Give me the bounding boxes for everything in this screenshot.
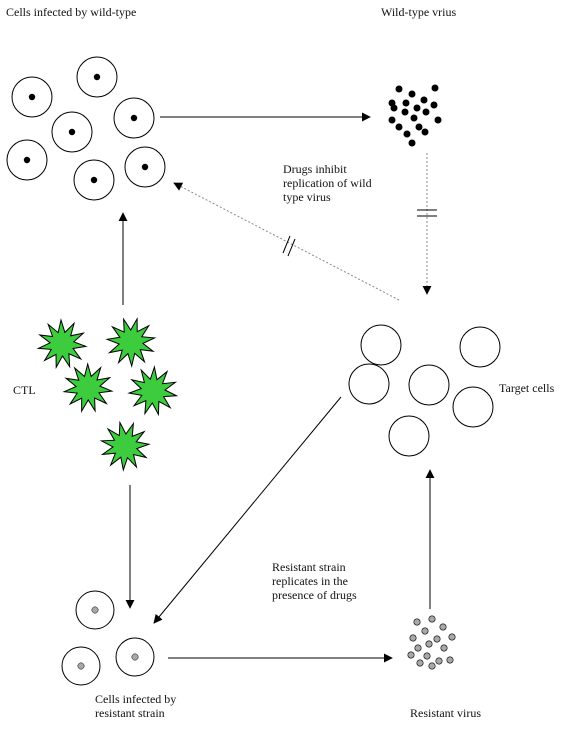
block-mark-icon <box>282 235 291 254</box>
ctl-cells <box>36 316 179 472</box>
label-infected-wild: Cells infected by wild-type <box>6 5 137 19</box>
resistant-virus-dot-icon <box>421 627 429 635</box>
label-wild-virus: Wild-type vrius <box>381 5 457 19</box>
wild-virus-dot-icon <box>395 85 403 93</box>
nucleus-icon <box>91 606 99 614</box>
arrows <box>118 112 437 663</box>
wild-virus-dot-icon <box>410 114 418 122</box>
nucleus-icon <box>68 128 76 136</box>
resistant-virus-dot-icon <box>423 652 431 660</box>
wild-virus-dot-icon <box>420 96 428 104</box>
resistant-virus-dot-icon <box>409 634 417 642</box>
arrow-target-to-infected-resistant <box>153 396 342 624</box>
nucleus-icon <box>131 653 139 661</box>
wild-virus-dot-icon <box>421 128 429 136</box>
resistant-virus-dot-icon <box>428 662 436 670</box>
wild-virus-dot-icon <box>408 139 416 147</box>
wild-virus-dot-icon <box>388 116 396 124</box>
target-cell <box>459 326 501 368</box>
target-cell <box>408 364 450 406</box>
target-cell <box>388 415 430 457</box>
nucleus-icon <box>90 176 98 184</box>
cells <box>6 56 501 686</box>
wild-virus-dot-icon <box>403 130 411 138</box>
resistant-virus-dot-icon <box>448 633 456 641</box>
wild-virus-dot-icon <box>390 104 398 112</box>
ctl-starburst-icon <box>127 365 179 417</box>
label-infected-resistant: Cells infected by resistant strain <box>95 692 177 720</box>
wild-virus-dot-icon <box>434 116 442 124</box>
ctl-starburst-icon <box>105 316 157 368</box>
wild-virus-dot-icon <box>430 101 438 109</box>
nucleus-icon <box>130 114 138 122</box>
resistant-virus-dot-icon <box>435 657 443 665</box>
label-drugs-inhibit: Drugs inhibit replication of wild type v… <box>283 162 372 204</box>
label-resistant-replicates: Resistant strain replicates in the prese… <box>272 560 357 602</box>
wild-virus-dot-icon <box>395 123 403 131</box>
label-resistant-virus: Resistant virus <box>410 706 481 720</box>
nucleus-icon <box>28 93 36 101</box>
resistant-virus-dot-icon <box>440 644 448 652</box>
wild-virus-dot-icon <box>431 84 439 92</box>
wild-virus-dot-icon <box>408 90 416 98</box>
resistant-virus-dot-icon <box>446 656 454 664</box>
wild-virus-dot-icon <box>415 123 423 131</box>
resistant-virus-dot-icon <box>428 615 436 623</box>
label-ctl: CTL <box>13 383 36 397</box>
nucleus-icon <box>77 662 85 670</box>
target-cell <box>452 386 494 428</box>
resistant-virus-dot-icon <box>407 651 415 659</box>
resistant-virus-dot-icon <box>439 623 447 631</box>
nucleus-icon <box>93 73 101 81</box>
resistant-virus-dot-icon <box>433 635 441 643</box>
wild-virus-dot-icon <box>422 108 430 116</box>
wild-virus-dot-icon <box>413 104 421 112</box>
ctl-starburst-icon <box>99 420 151 472</box>
resistant-virus-dot-icon <box>425 640 433 648</box>
virus-particles <box>388 84 456 670</box>
label-target-cells: Target cells <box>499 381 555 395</box>
wild-virus-dot-icon <box>402 99 410 107</box>
target-cell <box>348 363 390 405</box>
resistant-virus-dot-icon <box>414 644 422 652</box>
target-cell <box>360 324 402 366</box>
block-mark-icon <box>287 238 296 257</box>
ctl-starburst-icon <box>36 318 88 370</box>
resistant-virus-dot-icon <box>416 659 424 667</box>
nucleus-icon <box>141 163 149 171</box>
ctl-starburst-icon <box>62 362 114 413</box>
nucleus-icon <box>23 156 31 164</box>
resistant-virus-dot-icon <box>413 618 421 626</box>
wild-virus-dot-icon <box>401 108 409 116</box>
